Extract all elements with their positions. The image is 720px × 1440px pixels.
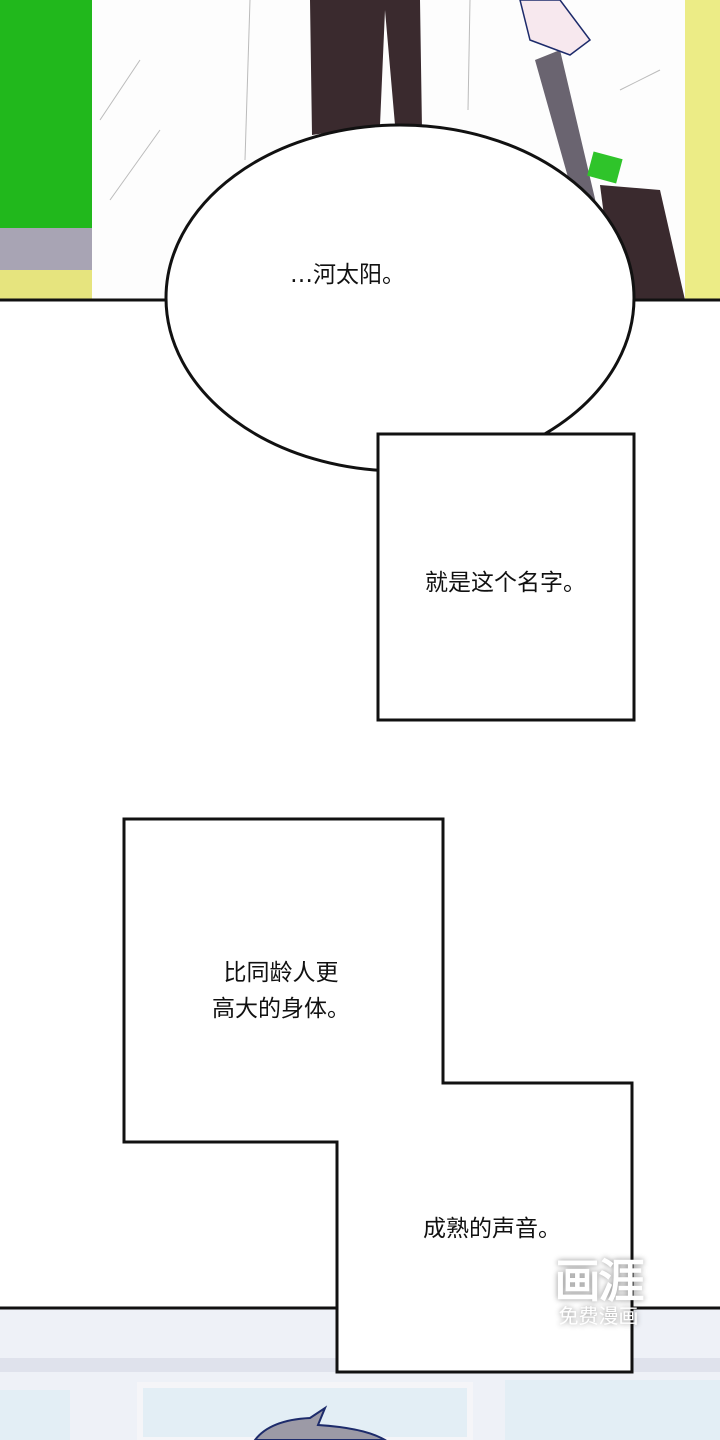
watermark-logo: 画涯 bbox=[554, 1254, 645, 1308]
watermark: 画涯 免费漫画 bbox=[536, 1258, 661, 1328]
caption-box-1 bbox=[376, 432, 636, 722]
caption-text-3: 成熟的声音。 bbox=[423, 1216, 561, 1242]
speech-bubble bbox=[164, 123, 636, 473]
caption-text-1: 就是这个名字。 bbox=[425, 570, 586, 596]
caption-line: 高大的身体。 bbox=[212, 995, 350, 1022]
caption-box-2 bbox=[122, 817, 634, 1374]
watermark-subtitle: 免费漫画 bbox=[558, 1304, 639, 1328]
speech-text: …河太阳。 bbox=[290, 262, 405, 288]
bag-strap bbox=[535, 50, 680, 300]
caption-text-2: 比同龄人更 高大的身体。 bbox=[196, 956, 366, 1027]
yellow-background bbox=[685, 0, 720, 300]
character-hair bbox=[253, 1405, 387, 1440]
caption-line: 比同龄人更 bbox=[223, 960, 339, 986]
tie bbox=[310, 0, 422, 135]
